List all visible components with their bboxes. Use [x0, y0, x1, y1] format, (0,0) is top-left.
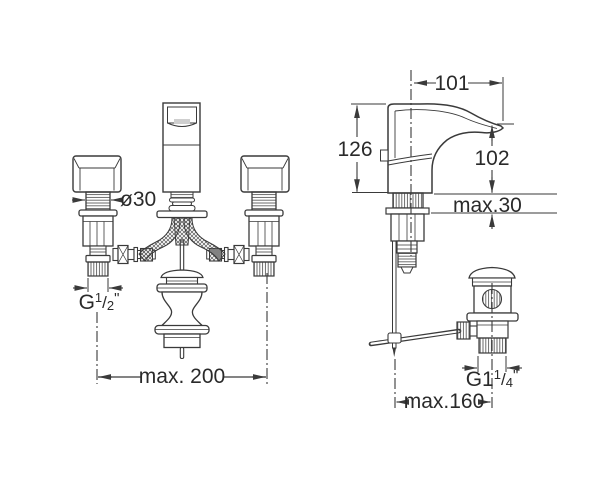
spout-front — [138, 102, 226, 275]
label-spout-reach: 101 — [434, 72, 470, 95]
dimension-total-height — [351, 103, 388, 193]
dimension-max-spacing — [96, 273, 268, 384]
dimension-inlet-thread — [73, 278, 123, 292]
dimension-deck-thickness — [431, 193, 557, 229]
faucet-side — [380, 103, 505, 357]
flex-hoses — [138, 216, 226, 262]
mounting-shank — [392, 192, 424, 209]
label-spout-height: 102 — [474, 147, 510, 170]
side-view — [351, 70, 557, 409]
label-max-spacing: max. 200 — [138, 365, 226, 388]
label-inlet-thread: G1/2" — [78, 290, 120, 314]
linkage-clevis — [387, 332, 402, 344]
popup-waste-front — [154, 269, 210, 360]
dimension-spout-height — [489, 123, 514, 193]
dimension-drain-thread — [462, 356, 522, 372]
label-drain-thread: G11/4" — [465, 367, 519, 391]
drain-cap — [468, 266, 516, 279]
mounting-nut — [385, 207, 430, 215]
centerlines — [394, 70, 493, 409]
lift-rod-side — [392, 240, 397, 349]
spout-base-flange — [156, 210, 208, 219]
label-handle-thread-diameter: ø30 — [120, 188, 157, 211]
dimension-spout-reach — [414, 77, 504, 121]
popup-linkage — [368, 321, 478, 347]
label-drain-offset: max.160 — [403, 390, 485, 413]
label-deck-thickness: max.30 — [453, 194, 522, 217]
linkage-knurled-nut — [456, 321, 471, 340]
front-view — [72, 102, 290, 384]
label-total-height: 126 — [337, 138, 373, 161]
body-side-tab — [380, 149, 389, 162]
